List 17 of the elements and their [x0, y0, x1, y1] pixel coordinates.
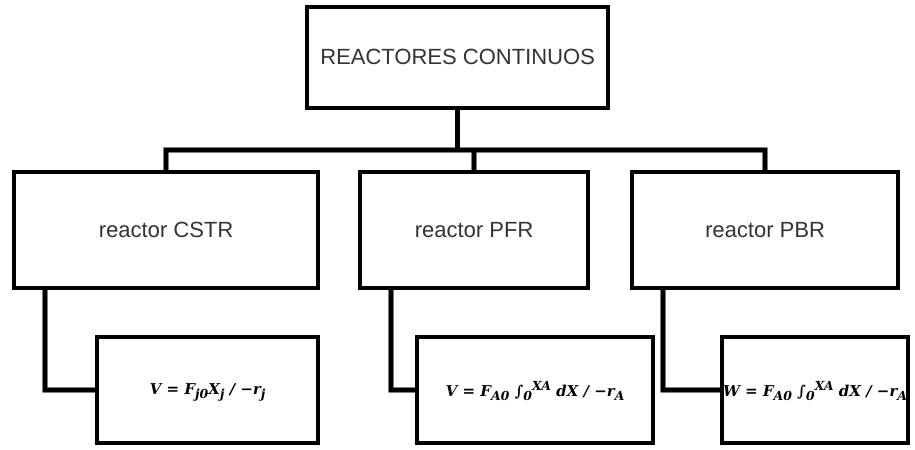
node-label: reactor CSTR — [98, 216, 234, 244]
node-label: reactor PFR — [414, 216, 534, 244]
connector-line — [660, 290, 720, 392]
connector-line — [388, 290, 415, 392]
equation-box — [720, 335, 910, 445]
process-box — [12, 170, 320, 290]
node-label: REACTORES CONTINUOS — [320, 43, 595, 72]
equation: V = F$_{A0}$ ∫$_{0}$$^{XA}$ dX / −r$_{A}$ — [444, 378, 626, 402]
connector-line — [42, 290, 95, 392]
equation: W = F$_{A0}$ ∫$_{0}$$^{XA}$ dX / −r$_{A}$ — [722, 378, 908, 402]
equation-box — [95, 335, 320, 445]
process-box — [358, 170, 590, 290]
equation-box — [415, 335, 655, 445]
process-box — [305, 5, 610, 110]
process-box — [630, 170, 900, 290]
equation: V = F$_{j0}$X$_{j}$ / −r$_{j}$ — [148, 380, 266, 400]
node-label: reactor PBR — [705, 216, 825, 244]
